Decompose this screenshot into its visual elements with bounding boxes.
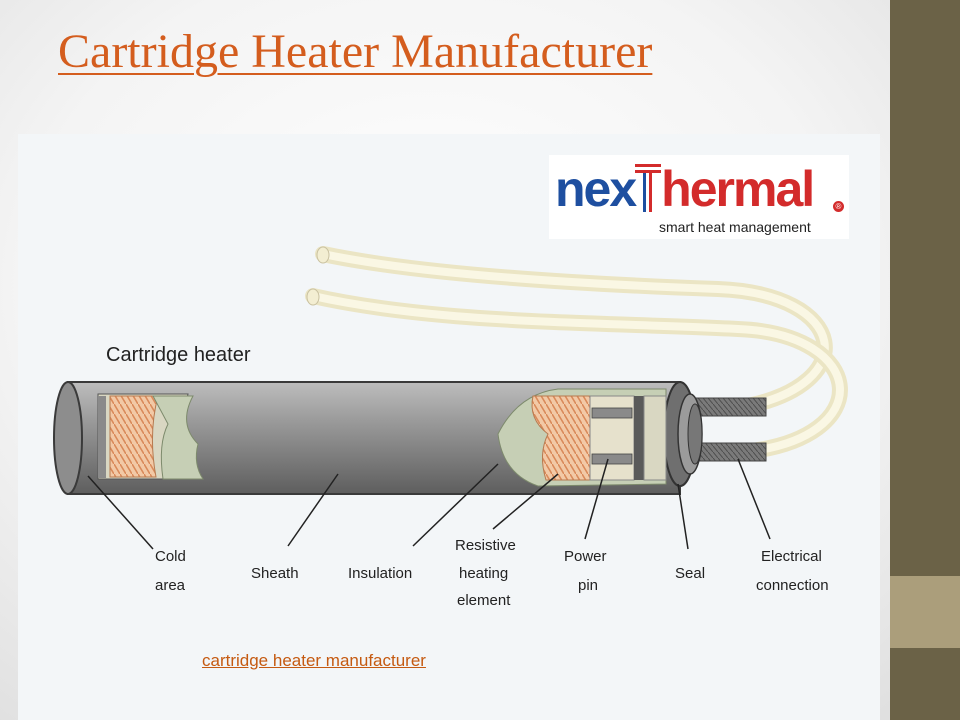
logo-tagline: smart heat management (659, 219, 811, 235)
side-accent-block (890, 576, 960, 648)
threaded-connectors (685, 397, 767, 462)
diagram-heading: Cartridge heater (106, 344, 251, 366)
label-resistive-line2: heating (459, 565, 508, 582)
label-insulation: Insulation (348, 565, 412, 582)
label-power-pin-line1: Power (564, 548, 607, 565)
lead-wires (305, 246, 848, 460)
left-cutaway (97, 393, 204, 480)
logo-wordmark-part1: nex (555, 161, 637, 217)
logo-t-glyph-icon (635, 164, 662, 212)
logo-wordmark-part2: hermal (661, 161, 815, 217)
label-electrical-line2: connection (756, 577, 829, 594)
label-power-pin-line2: pin (578, 577, 598, 594)
label-electrical-line1: Electrical (761, 548, 822, 565)
cartridge-heater-diagram: Cartridge heater Cold area Sheath Insula… (53, 246, 848, 609)
label-seal: Seal (675, 565, 705, 582)
right-cutaway (497, 388, 667, 487)
label-resistive-line1: Resistive (455, 537, 516, 554)
logo-wordmark: nex hermal (555, 159, 815, 219)
registered-mark: ® (833, 201, 844, 212)
label-cold-area-line1: Cold (155, 548, 186, 565)
cartridge-heater-manufacturer-link[interactable]: cartridge heater manufacturer (202, 651, 426, 670)
leader-lines (87, 458, 771, 550)
slide-title[interactable]: Cartridge Heater Manufacturer (58, 25, 653, 78)
label-cold-area-line2: area (155, 577, 186, 594)
label-resistive-line3: element (457, 592, 511, 609)
label-sheath: Sheath (251, 565, 299, 582)
nexthermal-logo: nex hermal ® smart heat management (549, 155, 849, 239)
